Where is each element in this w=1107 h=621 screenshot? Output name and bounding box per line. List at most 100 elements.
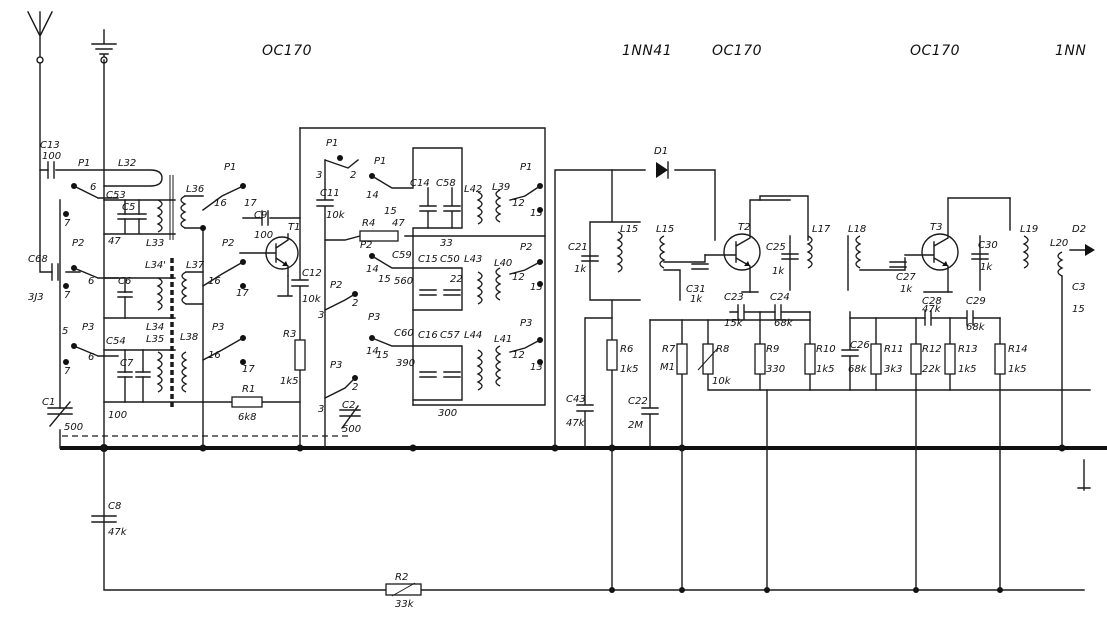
- svg-text:C29: C29: [966, 296, 986, 307]
- c2-label: C2: [342, 400, 355, 411]
- svg-text:300: 300: [438, 408, 457, 419]
- svg-text:C43: C43: [566, 394, 586, 405]
- svg-text:13: 13: [530, 282, 543, 293]
- svg-text:C60: C60: [394, 328, 414, 339]
- p1-switch-osc[interactable]: P1 2 3: [316, 138, 359, 181]
- svg-text:15: 15: [376, 350, 389, 361]
- svg-text:L41: L41: [494, 334, 512, 345]
- svg-text:C30: C30: [978, 240, 998, 251]
- c7-label: C7: [120, 358, 134, 369]
- coil-l15a: [616, 231, 623, 273]
- c31-label: C31: [686, 284, 706, 295]
- svg-text:3: 3: [318, 310, 324, 321]
- p3-switch-osc[interactable]: P3 2 3: [318, 360, 358, 415]
- c21-label: C21: [568, 242, 588, 253]
- svg-text:D2: D2: [1072, 224, 1086, 235]
- transistor-t2: T2: [704, 199, 791, 293]
- svg-text:L18: L18: [848, 224, 866, 235]
- r6-resistor: [606, 339, 618, 371]
- svg-text:22: 22: [450, 274, 463, 285]
- svg-text:C22: C22: [628, 396, 648, 407]
- transistor-t1: T1: [265, 222, 300, 297]
- svg-text:L42: L42: [464, 184, 482, 195]
- coil-l34-prime: [156, 277, 163, 311]
- n33-label: 33: [440, 238, 453, 249]
- svg-text:P3: P3: [520, 318, 532, 329]
- p3-switch-t1[interactable]: P3 16 17: [202, 322, 255, 375]
- svg-text:C26: C26: [850, 340, 870, 351]
- osc-bank-3: P3 14 15 C60 390 C16 C57 300 L44 L41 12 …: [366, 312, 543, 419]
- r7-resistor: [676, 343, 688, 375]
- svg-text:R14: R14: [1008, 344, 1028, 355]
- coil-l18: [855, 235, 862, 269]
- c1-value: 500: [64, 422, 83, 433]
- coil-l19: [1022, 235, 1029, 269]
- svg-text:2M: 2M: [628, 420, 643, 431]
- p2-switch-input[interactable]: P2 6 7: [63, 238, 119, 301]
- coil-l33: [156, 199, 163, 233]
- c68-label: C68: [28, 254, 48, 265]
- p2-label-a: P2: [72, 238, 84, 249]
- c11-value: 10k: [326, 210, 346, 221]
- svg-text:L15: L15: [620, 224, 638, 235]
- svg-text:7: 7: [64, 218, 71, 229]
- p1-switch-t1[interactable]: P1 16 17: [202, 162, 257, 211]
- svg-text:3: 3: [316, 170, 322, 181]
- r4-resistor: [359, 230, 399, 242]
- p1-switch-input[interactable]: P1 6 7: [63, 158, 119, 229]
- svg-text:6: 6: [88, 352, 94, 363]
- svg-text:P3: P3: [212, 322, 224, 333]
- svg-text:R13: R13: [958, 344, 978, 355]
- diode-d1: D1: [654, 146, 669, 179]
- svg-text:R8: R8: [716, 344, 729, 355]
- l37-label: L37: [186, 260, 205, 271]
- svg-text:T1: T1: [288, 222, 300, 233]
- svg-text:C57: C57: [440, 330, 460, 341]
- svg-text:L44: L44: [464, 330, 482, 341]
- svg-text:2: 2: [352, 382, 358, 393]
- coil-l38: [181, 351, 188, 393]
- svg-text:R10: R10: [816, 344, 836, 355]
- svg-text:1k: 1k: [900, 284, 913, 295]
- coil-l37: [181, 271, 188, 305]
- r9-resistor: [754, 343, 766, 375]
- svg-text:1k5: 1k5: [816, 364, 835, 375]
- svg-text:C16: C16: [418, 330, 438, 341]
- svg-text:T2: T2: [738, 222, 750, 233]
- svg-text:14: 14: [366, 190, 379, 201]
- d2-type-label: 1NN: [1055, 43, 1086, 59]
- svg-text:P2: P2: [222, 238, 234, 249]
- l38-label: L38: [180, 332, 198, 343]
- r13-resistor: [944, 343, 956, 375]
- p3-switch-input[interactable]: P3 5 6 7: [62, 322, 119, 377]
- r2-label: R2: [395, 572, 408, 583]
- svg-text:R12: R12: [922, 344, 942, 355]
- r12-resistor: [910, 343, 922, 375]
- p2-switch-osc[interactable]: P2 2 3: [318, 280, 358, 321]
- p1-label-a: P1: [78, 158, 90, 169]
- svg-text:68k: 68k: [774, 318, 794, 329]
- svg-text:L39: L39: [492, 182, 510, 193]
- svg-text:C27: C27: [896, 272, 916, 283]
- svg-text:P2: P2: [520, 242, 532, 253]
- c9-value: 100: [254, 230, 273, 241]
- svg-text:C25: C25: [766, 242, 786, 253]
- p2-switch-t1[interactable]: P2 16 17: [202, 238, 249, 299]
- c5-label: C5: [122, 202, 135, 213]
- svg-text:C3: C3: [1072, 282, 1085, 293]
- svg-text:L19: L19: [1020, 224, 1038, 235]
- c13-label: C13: [40, 140, 60, 151]
- svg-text:15: 15: [378, 274, 391, 285]
- svg-text:15: 15: [1072, 304, 1085, 315]
- svg-text:560: 560: [394, 276, 413, 287]
- c2-value: 500: [342, 424, 361, 435]
- l35-label: L35: [146, 334, 164, 345]
- c21-value: 1k: [574, 264, 587, 275]
- l33-label: L33: [146, 238, 164, 249]
- svg-text:P3: P3: [368, 312, 380, 323]
- svg-text:P3: P3: [330, 360, 342, 371]
- svg-text:6: 6: [90, 182, 96, 193]
- c6-label: C6: [118, 276, 131, 287]
- c31-value: 1k: [690, 294, 703, 305]
